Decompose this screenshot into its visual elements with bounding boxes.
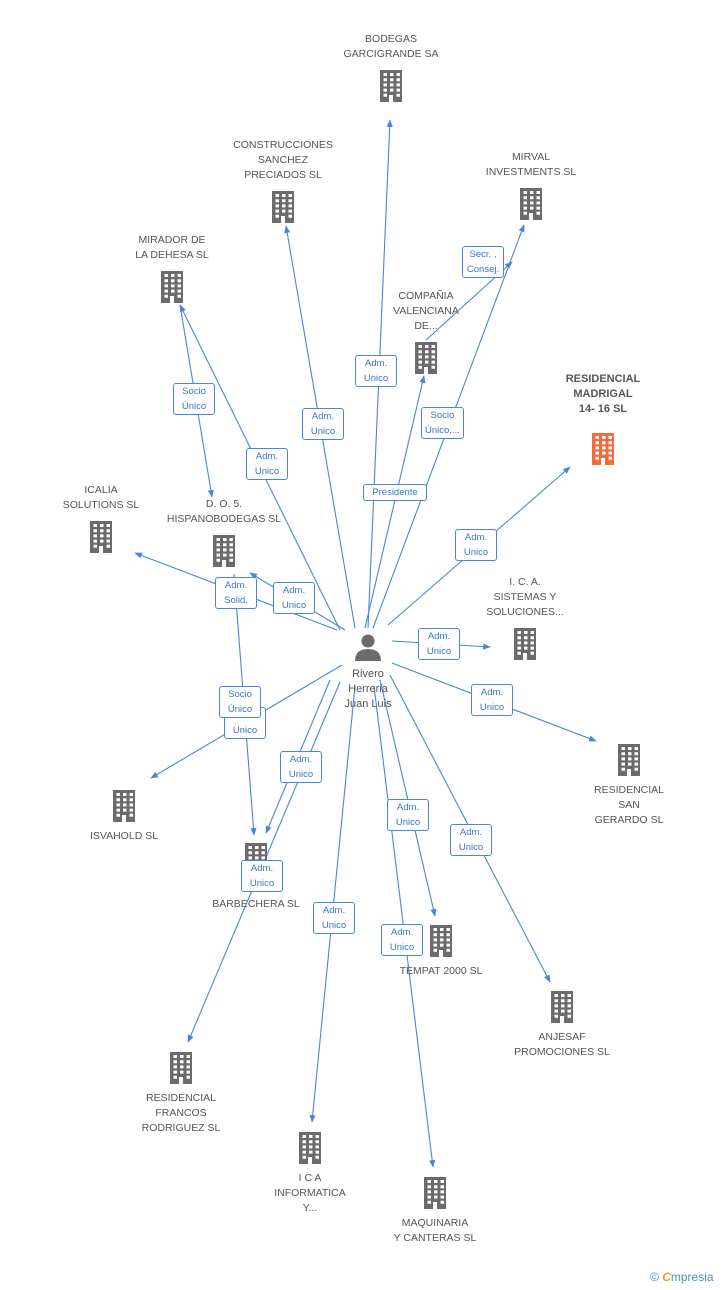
edge-label-compania[interactable]: Presidente xyxy=(363,484,427,501)
building-icon xyxy=(161,271,183,303)
edge-label-dos[interactable]: Socio Único xyxy=(173,383,215,415)
company-name: MIRADOR DE LA DEHESA SL xyxy=(135,234,209,261)
company-node-ica-informatica[interactable]: I C A INFORMATICA Y... xyxy=(230,1130,390,1216)
edge-center-to-compania xyxy=(364,375,426,629)
company-name: I. C. A. SISTEMAS Y SOLUCIONES... xyxy=(486,576,564,618)
edge-label-tempat[interactable]: Adm. Unico xyxy=(387,799,429,831)
company-node-maquinaria[interactable]: MAQUINARIA Y CANTERAS SL xyxy=(355,1175,515,1246)
company-name: MIRVAL INVESTMENTS SL xyxy=(485,151,577,178)
company-node-isvahold[interactable]: ISVAHOLD SL xyxy=(44,788,204,844)
building-icon xyxy=(299,1132,321,1164)
company-name: BODEGAS GARCIGRANDE SA xyxy=(343,33,439,60)
edge-label-mirval[interactable]: Secr. , Consej. xyxy=(462,246,504,278)
building-icon xyxy=(415,342,437,374)
edge-label-residencial_san_gerardo[interactable]: Adm. Unico xyxy=(471,684,513,716)
company-node-residencial-madrigal[interactable]: RESIDENCIAL MADRIGAL 14- 16 SL xyxy=(523,372,683,465)
edge-center-to-tempat xyxy=(379,679,437,917)
building-icon xyxy=(618,744,640,776)
person-node[interactable]: Rivero Herreria Juan Luis xyxy=(328,632,408,712)
company-name: RESIDENCIAL MADRIGAL 14- 16 SL xyxy=(565,373,641,415)
company-node-ica-sistemas[interactable]: I. C. A. SISTEMAS Y SOLUCIONES... xyxy=(445,575,605,665)
edge-label-mirval[interactable]: Socio Único,... xyxy=(421,407,464,439)
company-name: COMPAÑIA VALENCIANA DE... xyxy=(393,290,459,332)
building-icon xyxy=(272,191,294,223)
edge-label-maquinaria[interactable]: Adm. Unico xyxy=(381,924,423,956)
company-node-residencial-francos[interactable]: RESIDENCIAL FRANCOS RODRIGUEZ SL xyxy=(101,1050,261,1136)
company-name: RESIDENCIAL FRANCOS RODRIGUEZ SL xyxy=(141,1092,221,1134)
company-node-bodegas[interactable]: BODEGAS GARCIGRANDE SA xyxy=(311,32,471,107)
company-name: ICALIA SOLUTIONS SL xyxy=(62,484,140,511)
brand-initial: C xyxy=(662,1270,671,1284)
building-icon xyxy=(520,188,542,220)
building-icon xyxy=(170,1052,192,1084)
building-icon xyxy=(90,521,112,553)
company-node-dos[interactable]: D. O. 5. HISPANOBODEGAS SL xyxy=(144,497,304,572)
company-node-anjesaf[interactable]: ANJESAF PROMOCIONES SL xyxy=(482,989,642,1060)
edge-label-vina[interactable]: Adm. Unico xyxy=(280,751,322,783)
brand-logo: © Cmpresia xyxy=(650,1270,714,1284)
edge-label-ica_informatica[interactable]: Adm. Unico xyxy=(313,902,355,934)
company-name: CONSTRUCCIONES SANCHEZ PRECIADOS SL xyxy=(233,139,333,181)
building-icon xyxy=(213,535,235,567)
company-node-residencial-san-gerardo[interactable]: RESIDENCIAL SAN GERARDO SL xyxy=(549,742,709,828)
edge-label-residencial_francos[interactable]: Adm. Unico xyxy=(241,860,283,892)
copyright-symbol: © xyxy=(650,1270,659,1284)
edge-label-residencial_madrigal[interactable]: Adm. Unico xyxy=(455,529,497,561)
building-icon xyxy=(514,628,536,660)
edge-label-anjesaf[interactable]: Adm. Unico xyxy=(450,824,492,856)
building-icon xyxy=(430,925,452,957)
company-node-compania[interactable]: COMPAÑIA VALENCIANA DE... xyxy=(346,289,506,379)
company-node-mirador[interactable]: MIRADOR DE LA DEHESA SL xyxy=(92,233,252,308)
person-name: Rivero Herreria Juan Luis xyxy=(344,668,392,710)
company-name: TEMPAT 2000 SL xyxy=(399,965,483,977)
company-node-construcciones[interactable]: CONSTRUCCIONES SANCHEZ PRECIADOS SL xyxy=(203,138,363,228)
edge-label-dos[interactable]: Adm. Unico xyxy=(273,582,315,614)
building-icon xyxy=(424,1177,446,1209)
company-name: D. O. 5. HISPANOBODEGAS SL xyxy=(166,498,282,525)
building-icon xyxy=(113,790,135,822)
edge-label-vina[interactable]: Socio Único xyxy=(219,686,261,718)
company-node-icalia[interactable]: ICALIA SOLUTIONS SL xyxy=(21,483,181,558)
company-node-mirval[interactable]: MIRVAL INVESTMENTS SL xyxy=(451,150,611,225)
company-name: ANJESAF PROMOCIONES SL xyxy=(514,1031,610,1058)
edge-label-ica_sistemas[interactable]: Adm. Unico xyxy=(418,628,460,660)
company-name: MAQUINARIA Y CANTERAS SL xyxy=(393,1217,477,1244)
edge-label-icalia[interactable]: Adm. Solid. xyxy=(215,577,257,609)
company-name: I C A INFORMATICA Y... xyxy=(274,1172,346,1214)
edge-label-bodegas[interactable]: Adm. Unico xyxy=(355,355,397,387)
company-name: ISVAHOLD SL xyxy=(89,830,159,842)
edge-label-construcciones[interactable]: Adm. Unico xyxy=(302,408,344,440)
brand-name: mpresia xyxy=(670,1270,714,1284)
person-icon xyxy=(355,634,381,661)
edge-label-mirador[interactable]: Adm. Unico xyxy=(246,448,288,480)
company-node-tempat[interactable]: TEMPAT 2000 SL xyxy=(361,923,521,979)
building-icon xyxy=(592,433,614,465)
building-icon xyxy=(551,991,573,1023)
building-icon xyxy=(380,70,402,102)
company-name: RESIDENCIAL SAN GERARDO SL xyxy=(593,784,665,826)
